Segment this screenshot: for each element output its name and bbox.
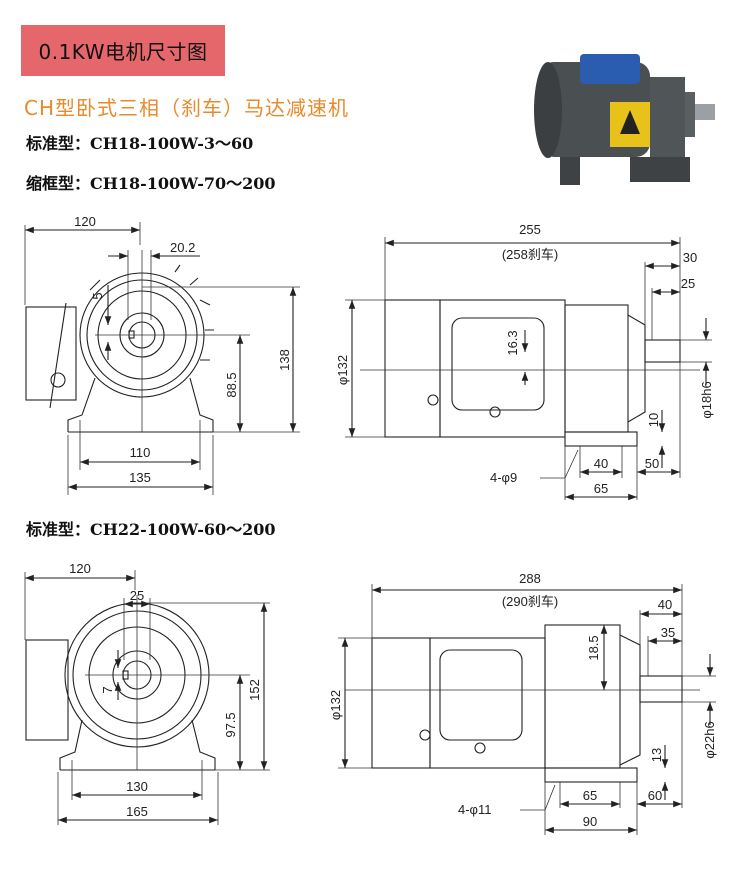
dim-offset: 16.3 [505, 330, 520, 355]
dim-height: 152 [247, 679, 262, 701]
dim-shaft-dia: φ22h6 [702, 721, 717, 758]
drawing1-front-view: 120 20.2 5 138 88.5 110 135 [24, 214, 300, 495]
dim-body-dia: φ132 [328, 690, 343, 720]
dim-foot-pitch: 65 [583, 788, 597, 803]
dim-body-dia: φ132 [335, 355, 350, 385]
dim-foot-end: 60 [648, 788, 662, 803]
model-standard-ch22: 标准型：CH22-100W-60～200 [26, 520, 276, 539]
drawing2-side-view: 288 (290刹车) 40 35 φ132 18.5 φ22h6 13 4-φ… [328, 571, 717, 835]
dim-foot-pitch: 40 [594, 456, 608, 471]
dim-foot-length: 65 [594, 481, 608, 496]
dim-holes: 4-φ9 [490, 470, 517, 485]
dim-center-height: 88.5 [224, 372, 239, 397]
dim-foot-pitch: 110 [130, 445, 151, 460]
dim-foot-thickness: 10 [646, 413, 661, 427]
dim-shaft-dia: φ18h6 [699, 381, 714, 418]
dim-offset: 18.5 [586, 635, 601, 660]
dim-foot-pitch: 130 [126, 779, 148, 794]
dim-shaft-length: 40 [658, 597, 672, 612]
dim-shaft-length: 30 [683, 250, 697, 265]
model-standard-ch18: 标准型：CH18-100W-3～60 [26, 134, 254, 153]
dim-foot-length: 90 [583, 814, 597, 829]
gear-motor-photo [534, 54, 715, 185]
dim-length: 288 [519, 571, 541, 586]
drawing1-side-view: 255 (258刹车) 30 25 φ132 16.3 φ18h6 10 4-φ… [335, 222, 714, 501]
header-title: 0.1KW电机尺寸图 [38, 40, 208, 64]
product-subtitle: CH型卧式三相（刹车）马达减速机 [24, 96, 350, 120]
dim-key-length: 35 [661, 625, 675, 640]
drawing2-front-view: 120 25 7 152 97.5 130 165 [24, 561, 270, 825]
dim-key: 5 [90, 292, 105, 299]
dim-shaft-dia: 20.2 [170, 240, 195, 255]
model-compact-ch18: 缩框型：CH18-100W-70～200 [26, 174, 276, 193]
dim-holes: 4-φ11 [458, 802, 491, 817]
dim-foot-width: 135 [129, 470, 151, 485]
dim-shaft-dia: 25 [130, 588, 144, 603]
header-banner: 0.1KW电机尺寸图 [21, 25, 225, 76]
dim-width: 120 [69, 561, 91, 576]
dim-height: 138 [277, 349, 292, 371]
dim-foot-end: 50 [645, 456, 659, 471]
dim-center-height: 97.5 [223, 712, 238, 737]
dim-foot-thickness: 13 [649, 748, 664, 762]
dim-key-length: 25 [681, 276, 695, 291]
dim-foot-width: 165 [126, 804, 148, 819]
dim-width: 120 [74, 214, 96, 229]
dim-length: 255 [519, 222, 541, 237]
dim-length-brake: (258刹车) [502, 247, 558, 262]
dim-length-brake: (290刹车) [502, 594, 558, 609]
dim-key: 7 [100, 686, 115, 693]
